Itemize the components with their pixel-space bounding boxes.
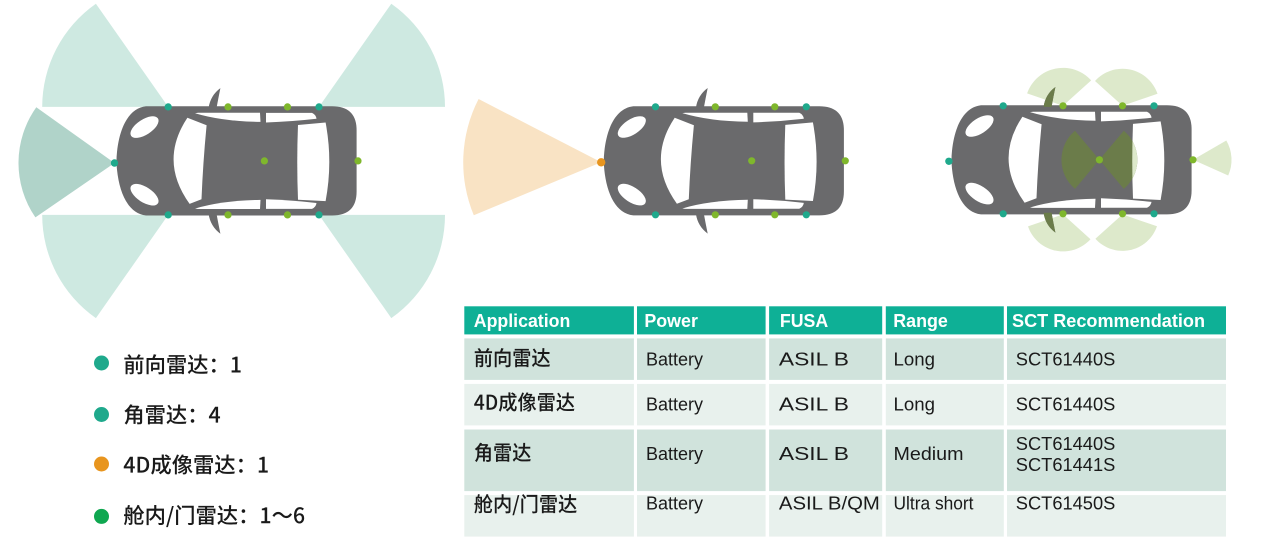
svg-text:Medium: Medium — [894, 443, 964, 464]
svg-text:Application: Application — [474, 311, 571, 331]
svg-text:ASIL B: ASIL B — [779, 349, 849, 370]
svg-text:SCT Recommendation: SCT Recommendation — [1012, 311, 1205, 331]
svg-text:Long: Long — [894, 393, 936, 414]
svg-text:Battery: Battery — [646, 349, 704, 370]
svg-text:Ultra short: Ultra short — [894, 492, 975, 513]
svg-text:ASIL B/QM: ASIL B/QM — [779, 492, 880, 513]
svg-text:SCT61440S: SCT61440S — [1016, 349, 1116, 370]
svg-text:Power: Power — [644, 311, 698, 331]
svg-text:Battery: Battery — [646, 443, 704, 464]
svg-text:Battery: Battery — [646, 393, 704, 414]
svg-text:Range: Range — [893, 311, 948, 331]
svg-text:ASIL B: ASIL B — [779, 443, 849, 464]
svg-text:SCT61441S: SCT61441S — [1016, 454, 1116, 475]
svg-text:ASIL B: ASIL B — [779, 393, 849, 414]
svg-text:Long: Long — [894, 349, 936, 370]
svg-text:SCT61440S: SCT61440S — [1016, 393, 1116, 414]
svg-text:FUSA: FUSA — [780, 311, 828, 331]
svg-text:SCT61440S: SCT61440S — [1016, 433, 1116, 454]
svg-text:SCT61450S: SCT61450S — [1016, 492, 1116, 513]
svg-text:Battery: Battery — [646, 492, 704, 513]
